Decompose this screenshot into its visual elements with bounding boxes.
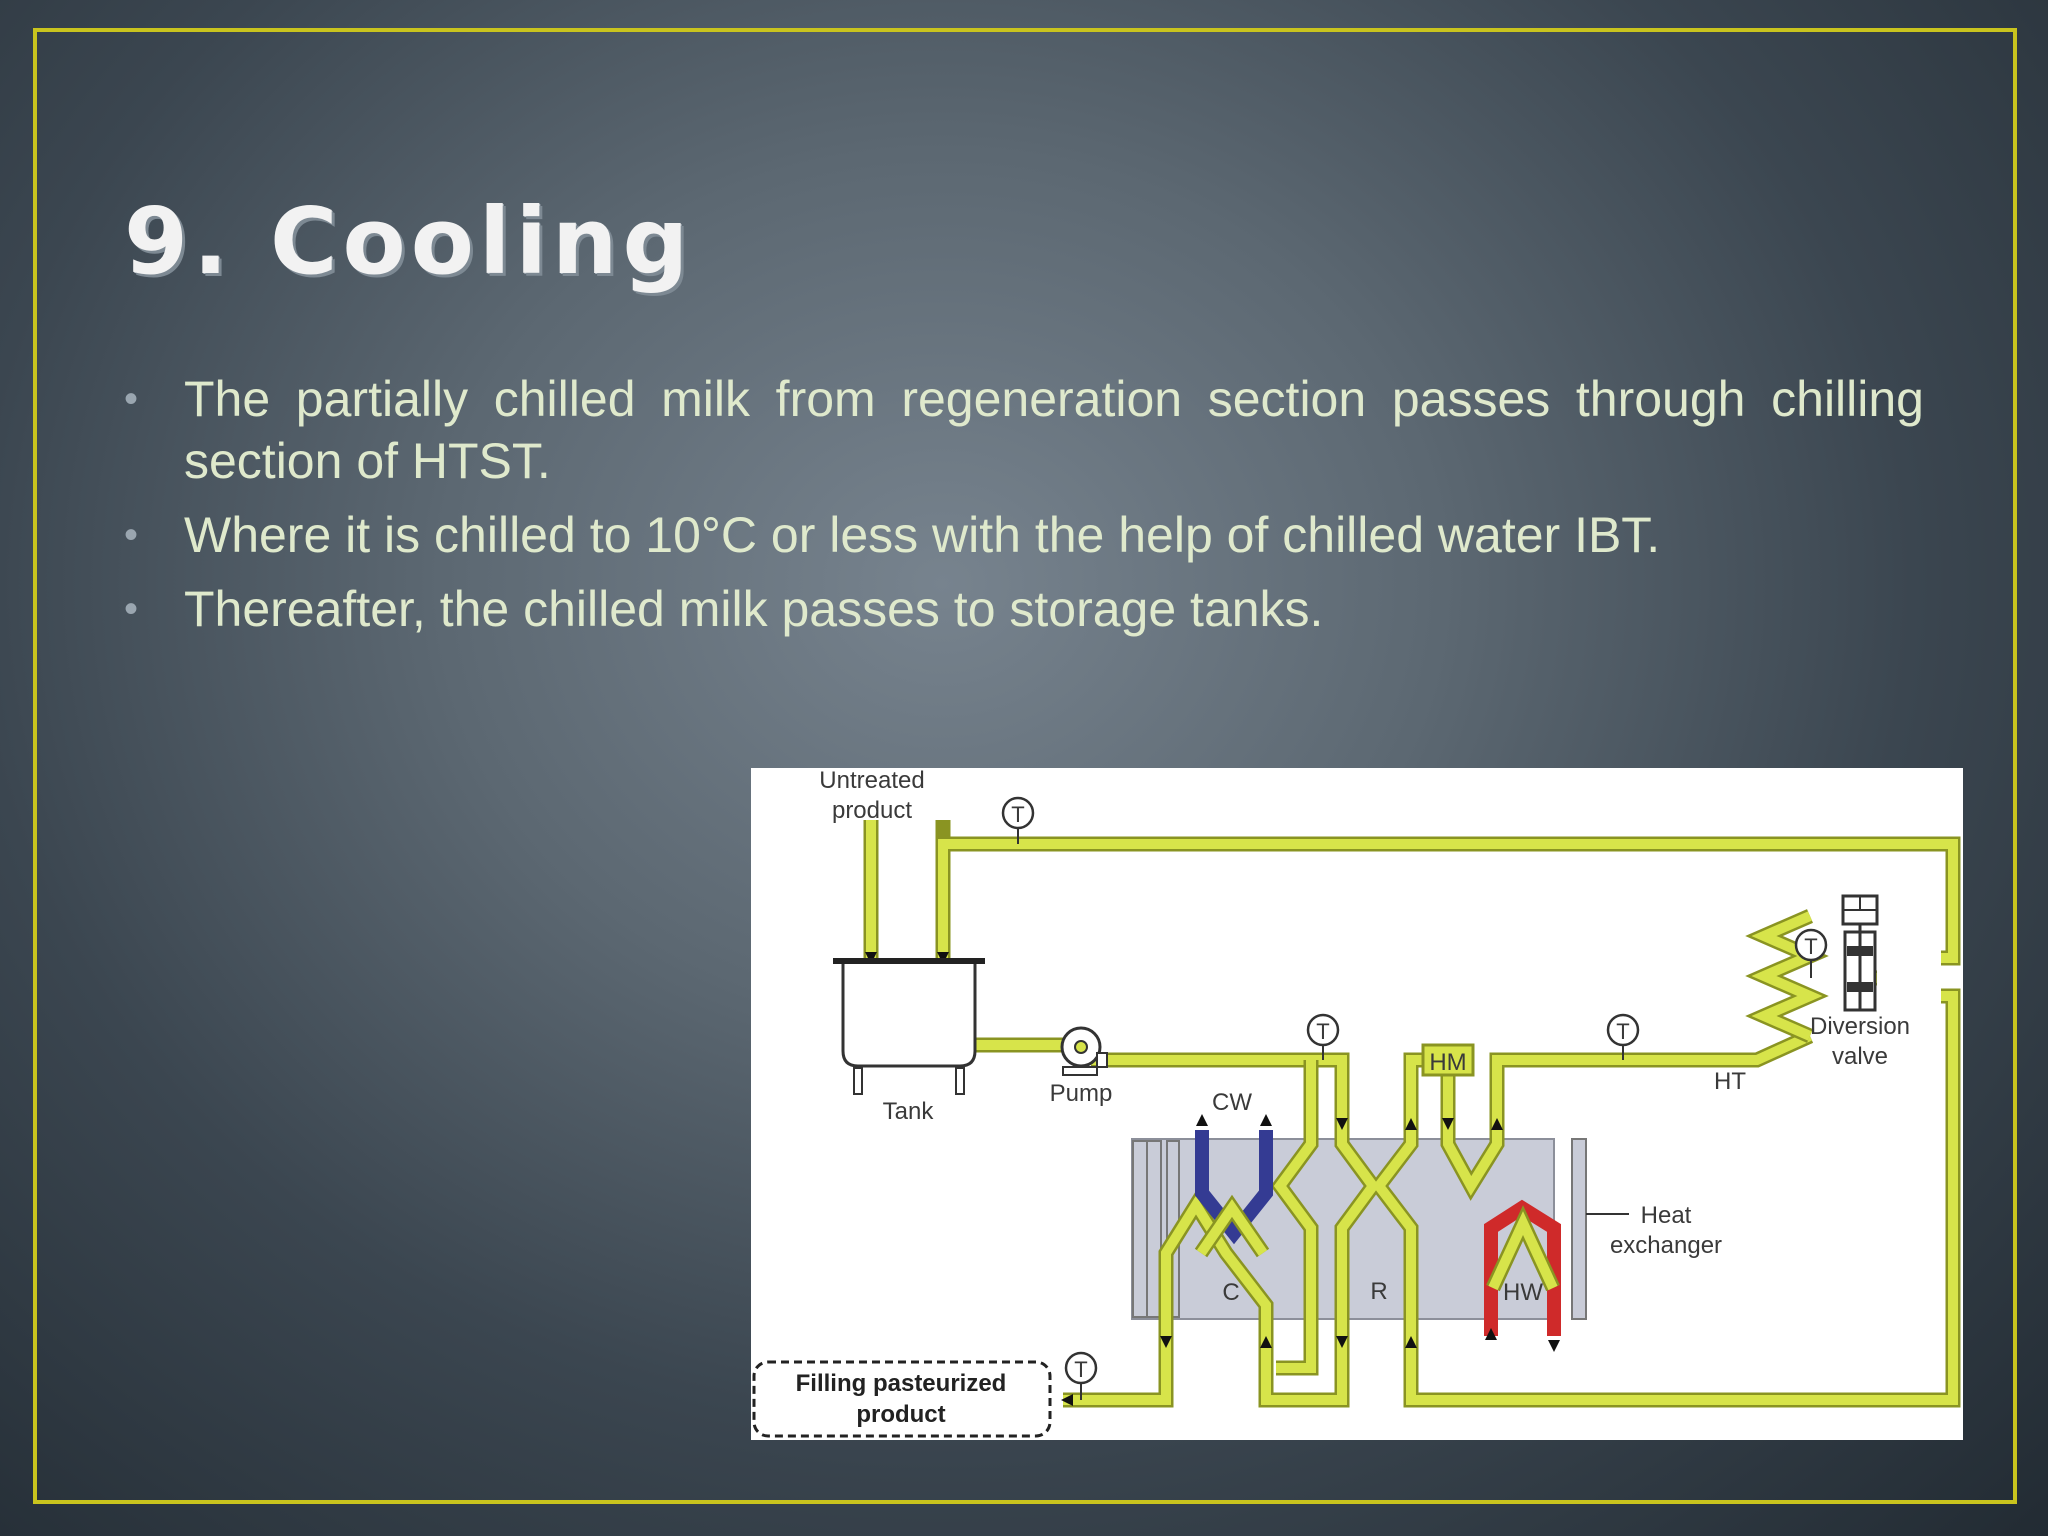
hm-label: HM bbox=[1429, 1049, 1466, 1076]
thermometer-4: T bbox=[1794, 928, 1828, 978]
thermometer-1: T bbox=[1001, 796, 1035, 844]
thermometer-label: T bbox=[1011, 802, 1024, 827]
bullet-item: • Thereafter, the chilled milk passes to… bbox=[124, 578, 1924, 640]
section-r-label: R bbox=[1370, 1278, 1387, 1305]
diversion-valve-label: valve bbox=[1832, 1043, 1888, 1070]
ht-label: HT bbox=[1714, 1068, 1746, 1095]
filling-label: Filling pasteurized bbox=[796, 1370, 1007, 1397]
bullet-text: The partially chilled milk from regenera… bbox=[184, 371, 1924, 489]
product-pipes bbox=[863, 820, 1961, 1408]
thermometer-label: T bbox=[1074, 1357, 1087, 1382]
heat-exchanger-label: exchanger bbox=[1610, 1232, 1722, 1259]
section-hw-label: HW bbox=[1503, 1279, 1543, 1306]
bullet-text: Thereafter, the chilled milk passes to s… bbox=[184, 581, 1324, 637]
thermometer-label: T bbox=[1616, 1019, 1629, 1044]
bullet-item: • Where it is chilled to 10°C or less wi… bbox=[124, 504, 1924, 566]
tank bbox=[833, 958, 985, 1095]
thermometer-2: T bbox=[1306, 1013, 1340, 1060]
section-c-label: C bbox=[1222, 1279, 1239, 1306]
tank-label: Tank bbox=[883, 1098, 935, 1125]
bullet-list: • The partially chilled milk from regene… bbox=[124, 368, 1924, 652]
hm-meter bbox=[1421, 1043, 1475, 1077]
flow-arrows bbox=[865, 952, 1560, 1406]
bullet-item: • The partially chilled milk from regene… bbox=[124, 368, 1924, 492]
pump-label: Pump bbox=[1050, 1080, 1113, 1107]
thermometer-3: T bbox=[1606, 1013, 1640, 1060]
diagram-labels: Untreated product Tank Pump CW HM HT Div… bbox=[796, 768, 1910, 1428]
cw-label: CW bbox=[1212, 1089, 1252, 1116]
untreated-label: Untreated bbox=[819, 768, 924, 794]
heat-exchanger-label: Heat bbox=[1641, 1202, 1692, 1229]
bullet-text: Where it is chilled to 10°C or less with… bbox=[184, 507, 1661, 563]
bullet-dot-icon: • bbox=[124, 587, 139, 631]
slide-title: 9. Cooling bbox=[124, 188, 694, 295]
diversion-valve-label: Diversion bbox=[1810, 1013, 1910, 1040]
thermometer-label: T bbox=[1316, 1019, 1329, 1044]
slide-frame bbox=[33, 28, 2017, 1504]
pump bbox=[1060, 1026, 1108, 1076]
thermometer-label: T bbox=[1804, 934, 1817, 959]
untreated-label: product bbox=[832, 797, 912, 824]
bullet-dot-icon: • bbox=[124, 513, 139, 557]
bullet-dot-icon: • bbox=[124, 377, 139, 421]
cooling-chevron bbox=[1194, 1194, 1560, 1292]
htst-pasteurizer-diagram: T T T T T Untreated bbox=[751, 768, 1963, 1440]
filling-label: product bbox=[856, 1401, 945, 1428]
thermometer-5: T bbox=[1064, 1351, 1098, 1400]
diversion-valve bbox=[1841, 894, 1879, 1012]
filling-product-box bbox=[752, 1360, 1052, 1438]
chilled-water-loop bbox=[1195, 1130, 1273, 1245]
